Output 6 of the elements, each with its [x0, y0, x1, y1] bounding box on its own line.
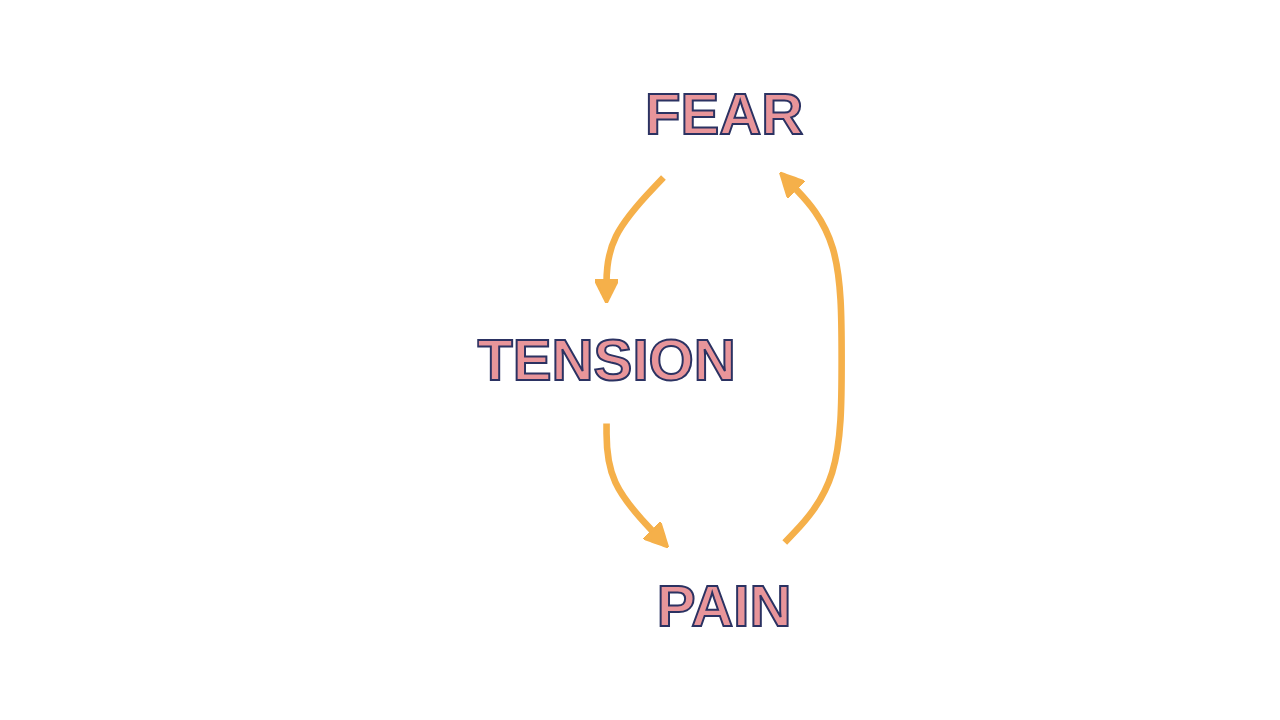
node-text: TENSION: [476, 326, 736, 392]
node-text: FEAR: [644, 81, 804, 146]
arrow: [593, 175, 666, 305]
arrow: [602, 423, 669, 549]
arrow: [778, 171, 845, 545]
node-text: PAIN: [656, 572, 792, 638]
